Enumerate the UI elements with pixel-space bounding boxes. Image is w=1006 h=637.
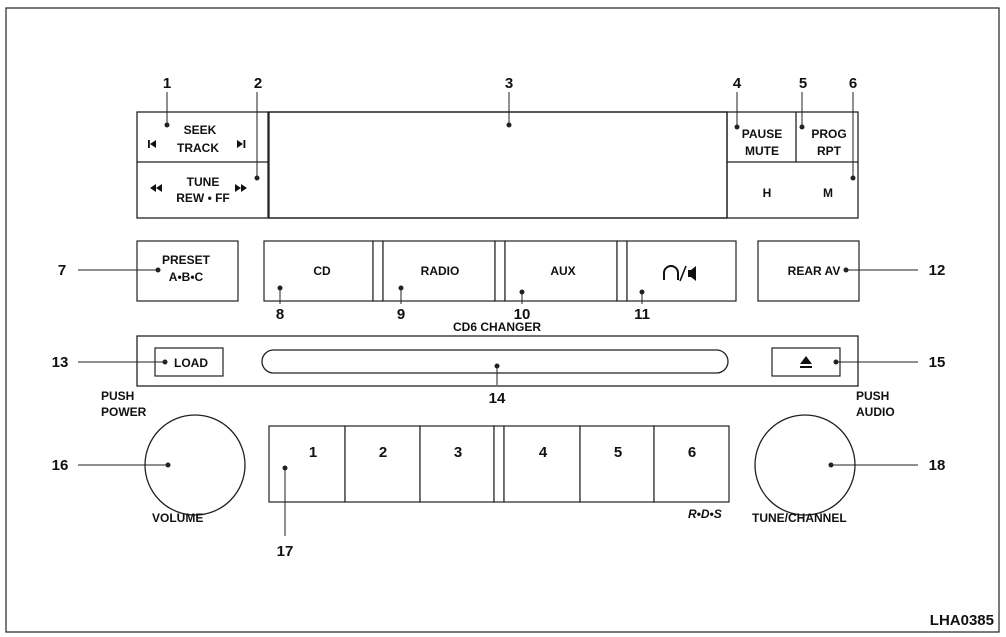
mute-label: MUTE xyxy=(745,144,779,158)
callout-4: 4 xyxy=(733,75,742,92)
callout-16: 16 xyxy=(52,457,69,474)
callout-14: 14 xyxy=(489,390,506,407)
skip-back-icon xyxy=(148,140,156,148)
push-power-label: PUSH xyxy=(101,389,134,403)
hour-label: H xyxy=(763,186,772,200)
cd-radio-spacer xyxy=(372,240,384,302)
aux-label: AUX xyxy=(550,264,575,278)
push-audio-label: PUSH xyxy=(856,389,889,403)
callout-numbers: 1 2 3 4 5 6 7 8 9 10 11 12 13 14 15 16 1… xyxy=(52,75,946,560)
preset-2-label: 2 xyxy=(379,444,387,461)
changer-title: CD6 CHANGER xyxy=(453,320,541,334)
fast-forward-icon xyxy=(235,184,247,192)
headphone-speaker-button[interactable] xyxy=(626,240,737,302)
pause-label: PAUSE xyxy=(742,127,782,141)
callout-9: 9 xyxy=(397,306,405,323)
callout-2: 2 xyxy=(254,75,262,92)
load-label: LOAD xyxy=(174,356,208,370)
preset-2-button[interactable] xyxy=(344,425,421,503)
push-power-label-2: POWER xyxy=(101,405,147,419)
cd-button[interactable] xyxy=(263,240,374,302)
radio-button[interactable] xyxy=(382,240,496,302)
preset-5-label: 5 xyxy=(614,444,622,461)
callout-11: 11 xyxy=(634,306,650,323)
callout-13: 13 xyxy=(52,354,69,371)
headphone-speaker-icon xyxy=(663,265,696,282)
prog-rpt-button[interactable]: PROG RPT xyxy=(811,127,846,158)
callout-8: 8 xyxy=(276,306,284,323)
tune-label: TUNE xyxy=(187,175,220,189)
preset-label: PRESET xyxy=(162,253,211,267)
callout-15: 15 xyxy=(929,354,946,371)
callout-12: 12 xyxy=(929,262,946,279)
volume-label: VOLUME xyxy=(152,511,203,525)
seek-label: SEEK xyxy=(184,123,217,137)
callout-5: 5 xyxy=(799,75,807,92)
preset-4-button[interactable] xyxy=(503,425,581,503)
figure-id: LHA0385 xyxy=(930,612,994,629)
display-window xyxy=(268,111,728,219)
track-label: TRACK xyxy=(177,141,219,155)
push-audio-label-2: AUDIO xyxy=(856,405,895,419)
preset-6-button[interactable] xyxy=(653,425,730,503)
changer-panel xyxy=(136,335,859,387)
rpt-label: RPT xyxy=(817,144,842,158)
cd-label: CD xyxy=(313,264,331,278)
callout-1: 1 xyxy=(163,75,171,92)
callout-7: 7 xyxy=(58,262,66,279)
callout-3: 3 xyxy=(505,75,513,92)
radio-aux-spacer xyxy=(494,240,506,302)
callout-17: 17 xyxy=(277,543,294,560)
rew-ff-label: REW • FF xyxy=(176,191,230,205)
preset-3-button[interactable] xyxy=(419,425,495,503)
prog-label: PROG xyxy=(811,127,846,141)
pause-mute-button[interactable]: PAUSE MUTE xyxy=(742,127,782,158)
callout-leaders xyxy=(78,92,918,536)
tune-rew-ff-button[interactable]: TUNE REW • FF xyxy=(150,175,247,205)
minute-label: M xyxy=(823,186,833,200)
preset-1-button[interactable] xyxy=(268,425,346,503)
skip-forward-icon xyxy=(237,140,246,148)
preset-3-label: 3 xyxy=(454,444,462,461)
aux-av-spacer xyxy=(616,240,628,302)
preset-abc-label: A•B•C xyxy=(169,270,204,284)
callout-10: 10 xyxy=(514,306,531,323)
callout-18: 18 xyxy=(929,457,946,474)
preset-1-label: 1 xyxy=(309,444,317,461)
preset-5-button[interactable] xyxy=(579,425,655,503)
preset-6-label: 6 xyxy=(688,444,696,461)
rewind-icon xyxy=(150,184,162,192)
clock-set-buttons[interactable]: H M xyxy=(763,186,833,200)
rear-av-label: REAR AV xyxy=(788,264,841,278)
preset-button[interactable] xyxy=(136,240,239,302)
radio-label: RADIO xyxy=(421,264,460,278)
preset-divider xyxy=(493,425,505,503)
cd-slot[interactable] xyxy=(261,349,729,374)
preset-4-label: 4 xyxy=(539,444,548,461)
seek-track-button[interactable]: SEEK TRACK xyxy=(148,123,246,155)
tune-channel-label: TUNE/CHANNEL xyxy=(752,511,847,525)
callout-6: 6 xyxy=(849,75,857,92)
eject-icon xyxy=(800,356,812,368)
figure-border xyxy=(5,7,1000,633)
rds-label: R•D•S xyxy=(688,507,722,521)
rear-av-button[interactable] xyxy=(757,240,860,302)
